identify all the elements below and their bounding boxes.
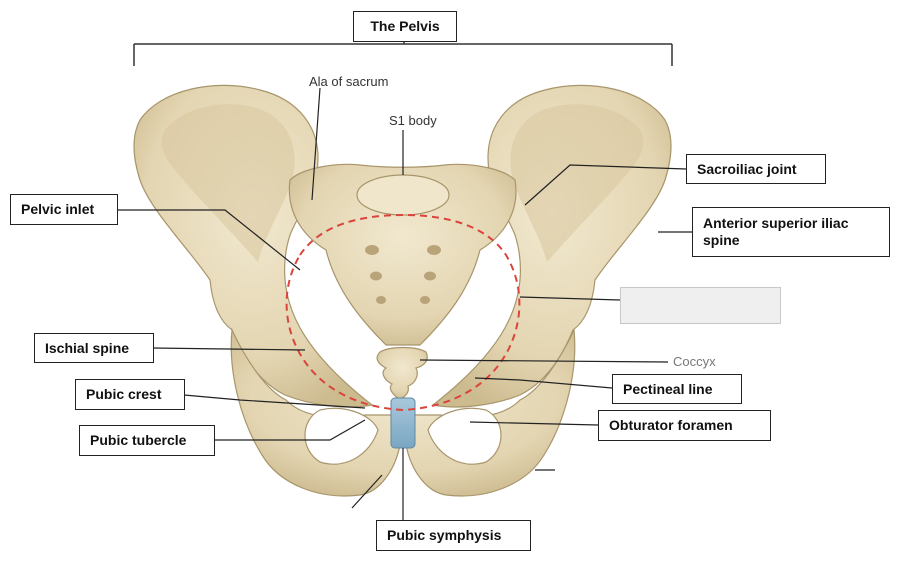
label-coccyx: Coccyx	[673, 354, 716, 369]
label-pubic-symphysis: Pubic symphysis	[376, 520, 531, 551]
label-ischial-spine: Ischial spine	[34, 333, 154, 363]
coccyx	[376, 346, 428, 399]
sacrum	[288, 163, 517, 346]
label-s1-body: S1 body	[389, 113, 437, 128]
label-ala-of-sacrum: Ala of sacrum	[309, 74, 389, 89]
pelvic-inlet-outline	[285, 213, 521, 412]
label-pubic-tubercle: Pubic tubercle	[79, 425, 215, 456]
page-title: The Pelvis	[353, 11, 457, 42]
label-sacroiliac-joint: Sacroiliac joint	[686, 154, 826, 184]
label-pelvic-inlet: Pelvic inlet	[10, 194, 118, 225]
label-obturator-foramen: Obturator foramen	[598, 410, 771, 441]
label-anterior-superior-iliac-spine: Anterior superior iliac spine	[692, 207, 890, 257]
s1-body	[356, 174, 450, 216]
leader-lines	[118, 87, 743, 520]
pubic-symphysis	[390, 397, 416, 449]
sacral-foramina	[365, 245, 441, 304]
label-pubic-crest: Pubic crest	[75, 379, 185, 410]
title-bracket	[133, 40, 673, 66]
blank-answer-box[interactable]	[620, 287, 781, 324]
label-pectineal-line: Pectineal line	[612, 374, 742, 404]
